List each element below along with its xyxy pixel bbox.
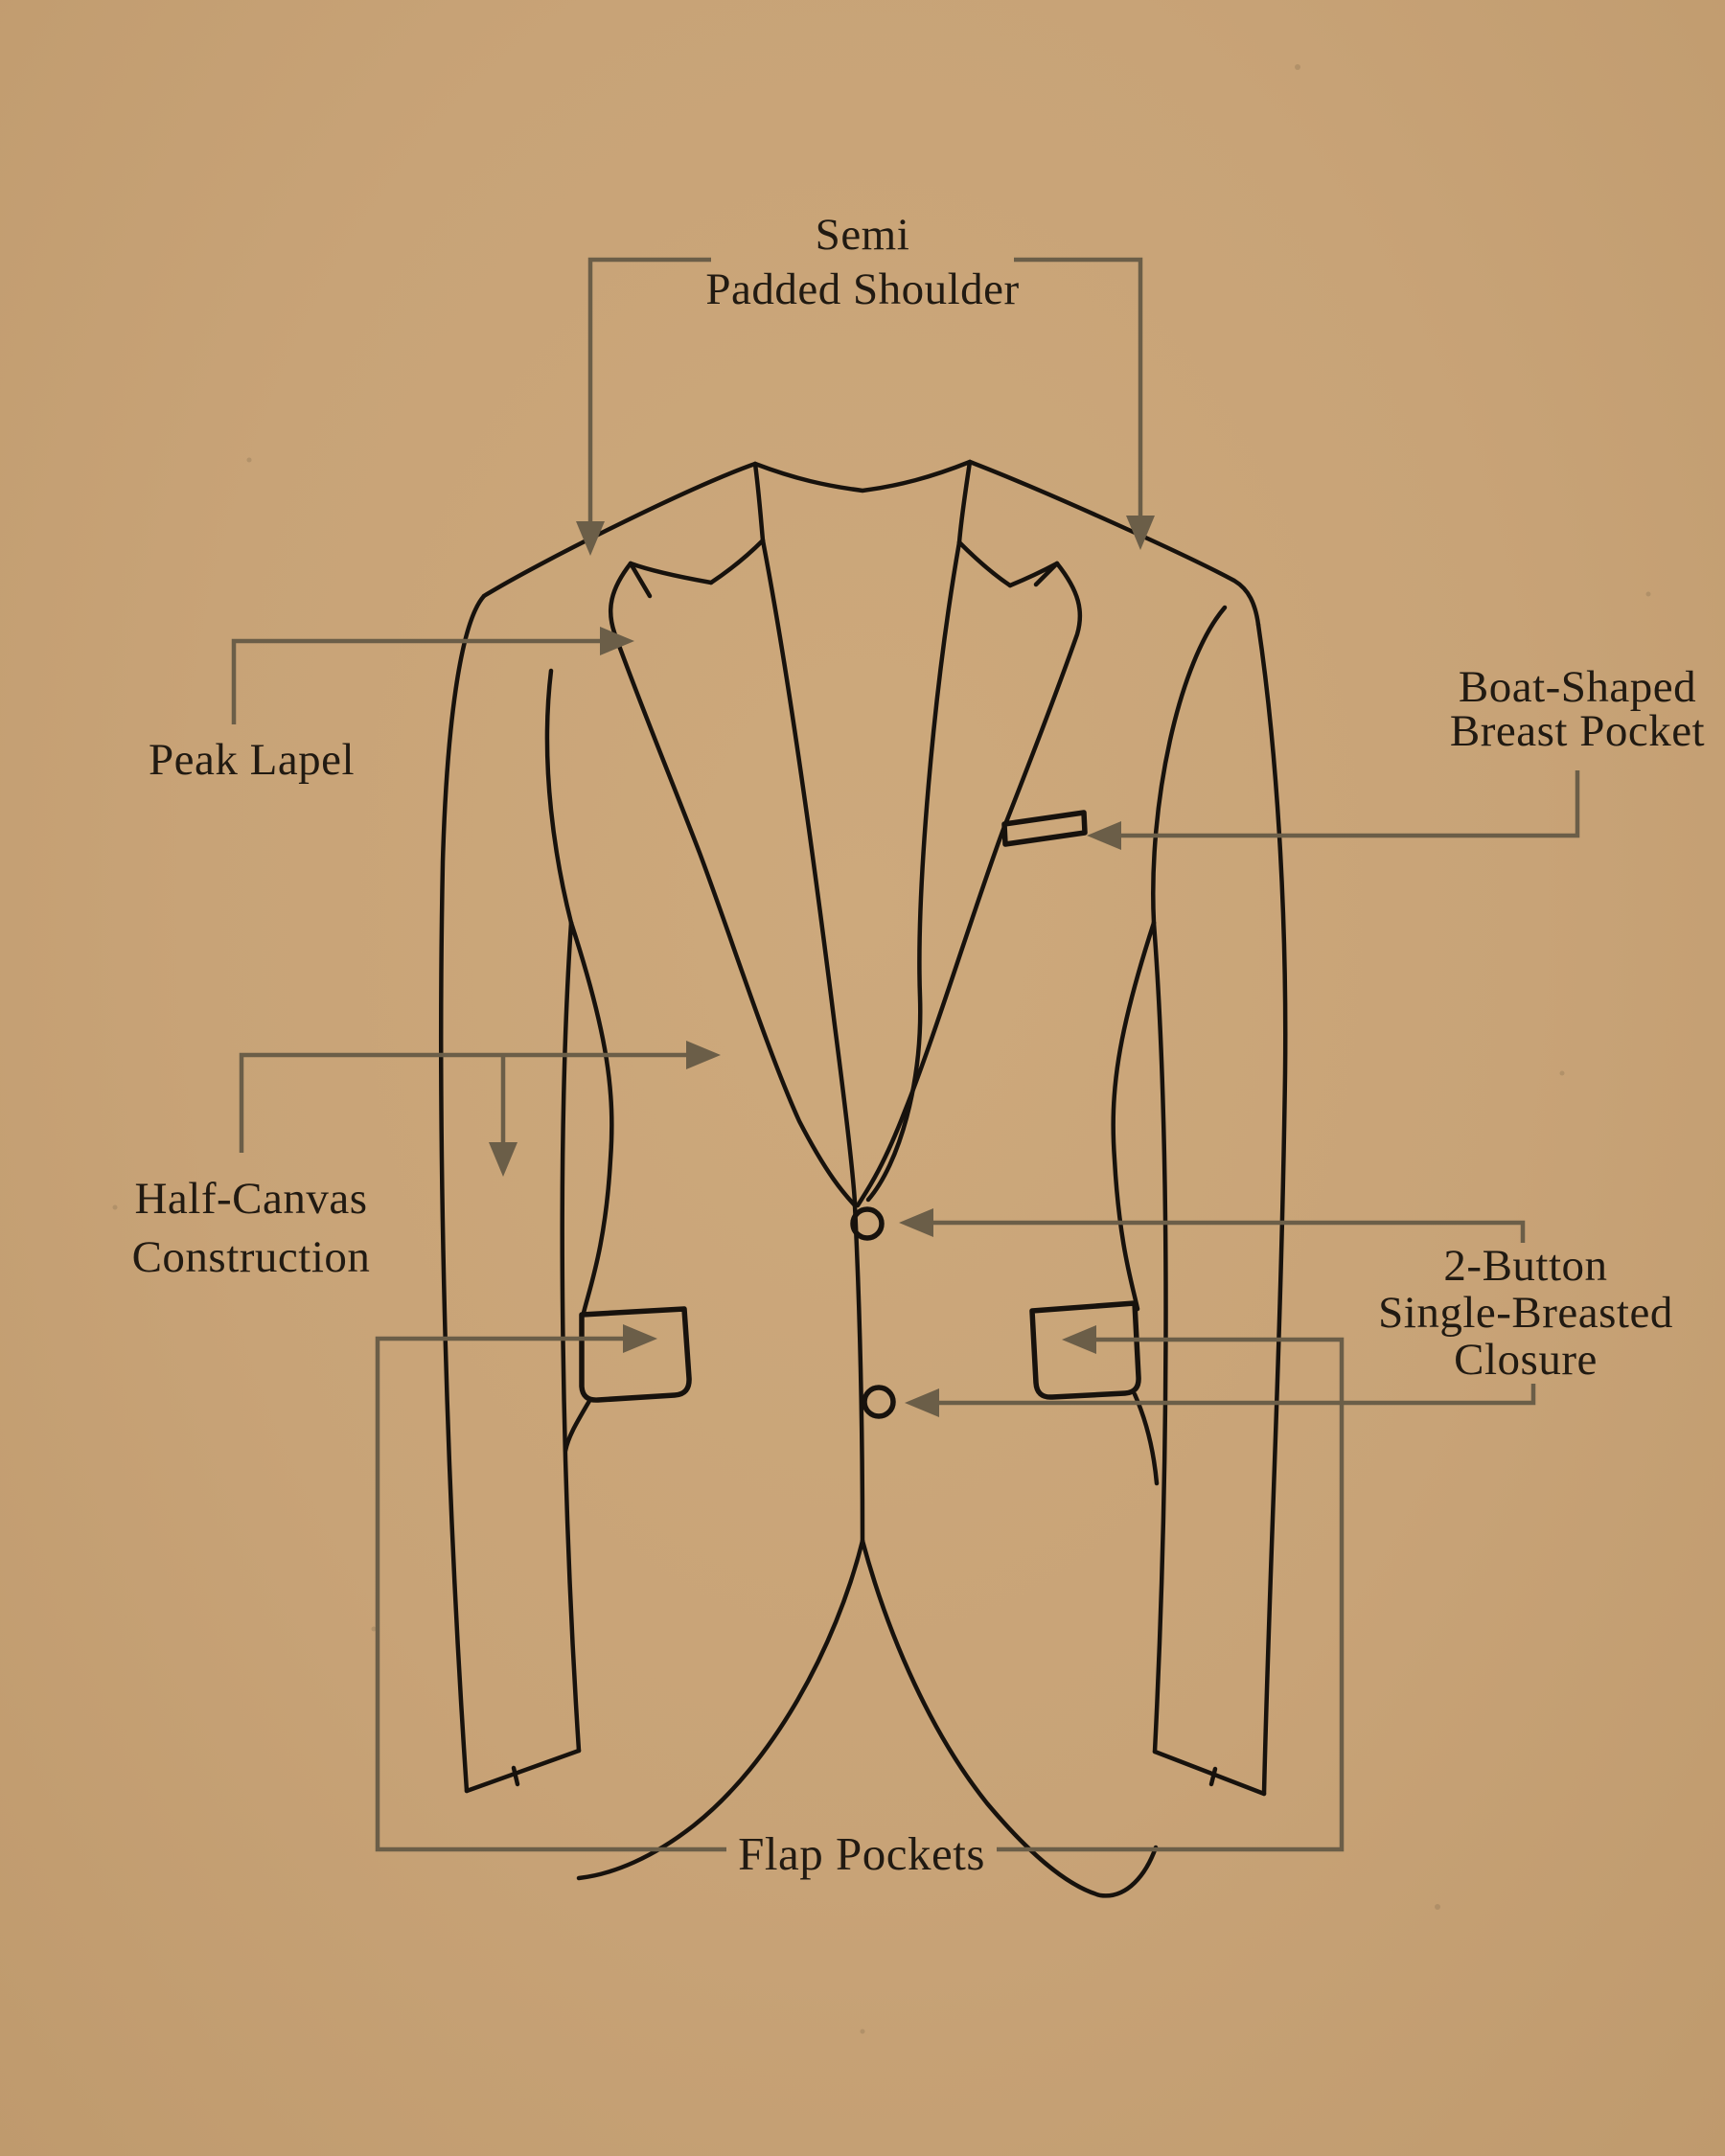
side-seam-below-pocket-left (563, 1398, 592, 1454)
collar-top-edge (752, 459, 973, 493)
flap-pockets-connector-right (997, 1337, 1345, 1852)
label-line: Peak Lapel (149, 735, 356, 785)
jacket-drawing (439, 459, 1288, 1898)
shoulder-connector-left (587, 257, 711, 523)
lapel-upper-edge-right (1007, 561, 1060, 588)
annotation-connectors (231, 257, 1580, 1852)
label-line: Construction (131, 1232, 371, 1282)
shoulder-arrow-left-down-icon (576, 521, 605, 556)
label-line: 2-Button (1443, 1241, 1608, 1291)
sleeve-cuff-vent-left (511, 1765, 520, 1787)
sleeve-outer-edge-left (439, 593, 487, 1794)
lapel-arrow-right-icon (600, 627, 634, 655)
side-seam-left (568, 920, 614, 1316)
label-half-canvas-construction: Half-Canvas Construction (132, 1170, 371, 1287)
flap-pocket-right (1029, 1300, 1141, 1400)
lapel-notch-left (628, 561, 653, 599)
lapel-roll-line-left (760, 538, 858, 1205)
construction-arrow-right-icon (686, 1041, 721, 1069)
shoulder-line-left (481, 461, 758, 599)
lapel-outer-edge-right (855, 561, 1083, 1208)
paper-speckles (112, 64, 1651, 2034)
label-two-button-closure: 2-Button Single-Breasted Closure (1378, 1243, 1673, 1384)
label-line: Semi (815, 210, 910, 260)
label-line: Closure (1454, 1335, 1598, 1385)
sleeve-inner-edge-right (1151, 920, 1168, 1755)
shoulder-arrow-right-down-icon (1126, 516, 1155, 550)
sleeve-inner-edge-left (560, 920, 582, 1754)
label-line: Boat-Shaped (1458, 662, 1697, 712)
flap-pockets-arrow-left-icon (1062, 1325, 1096, 1354)
flap-pocket-left (579, 1306, 692, 1403)
side-seam-right (1111, 920, 1157, 1312)
shoulder-line-right (967, 459, 1261, 628)
label-line: Breast Pocket (1449, 706, 1706, 756)
top-button (850, 1206, 885, 1241)
lapel-roll-line-right (865, 539, 962, 1203)
center-front-edge (852, 1203, 865, 1544)
label-peak-lapel: Peak Lapel (149, 734, 355, 786)
breast-pocket-arrow-left-icon (1087, 821, 1121, 850)
closure-arrow-bottom-left-icon (905, 1388, 939, 1417)
side-seam-below-pocket-right (1132, 1391, 1160, 1486)
breast-pocket-connector (1117, 770, 1580, 838)
armhole-curve-right (1151, 605, 1228, 926)
label-line: Padded Shoulder (705, 264, 1020, 314)
sleeve-cuff-left (464, 1748, 582, 1794)
lapel-connector (231, 638, 604, 724)
label-flap-pockets: Flap Pockets (738, 1826, 985, 1881)
label-line: Single-Breasted (1378, 1288, 1673, 1338)
lapel-upper-edge-left (628, 561, 714, 585)
label-boat-shaped-breast-pocket: Boat-Shaped Breast Pocket (1449, 662, 1706, 756)
bottom-button (862, 1385, 896, 1419)
front-hem-left (576, 1538, 865, 1881)
construction-arrow-down-icon (489, 1142, 518, 1177)
collar-lower-edge-right (956, 539, 1013, 588)
sleeve-cuff-right (1152, 1749, 1267, 1797)
label-line: Half-Canvas (134, 1174, 368, 1224)
label-line: Flap Pockets (738, 1827, 985, 1880)
label-semi-padded-shoulder: Semi Padded Shoulder (705, 208, 1019, 317)
shoulder-connector-right (1014, 257, 1143, 517)
closure-arrow-top-left-icon (899, 1208, 933, 1237)
flap-pockets-arrow-right-icon (623, 1324, 657, 1353)
sleeve-cuff-vent-right (1208, 1766, 1218, 1787)
collar-front-edge-right (956, 459, 973, 545)
front-hem-right (860, 1538, 1159, 1898)
construction-connector (239, 1052, 690, 1153)
armhole-curve-left (544, 668, 574, 926)
collar-lower-edge-left (708, 538, 766, 585)
lapel-notch-right (1033, 561, 1060, 587)
collar-front-edge-left (752, 461, 766, 543)
lapel-outer-edge-left (608, 561, 858, 1208)
breast-pocket (1001, 810, 1088, 847)
closure-connector-bottom (935, 1384, 1536, 1406)
closure-connector-top (930, 1220, 1526, 1243)
flap-pockets-connector-left (375, 1336, 726, 1852)
sleeve-outer-edge-right (1255, 622, 1288, 1797)
